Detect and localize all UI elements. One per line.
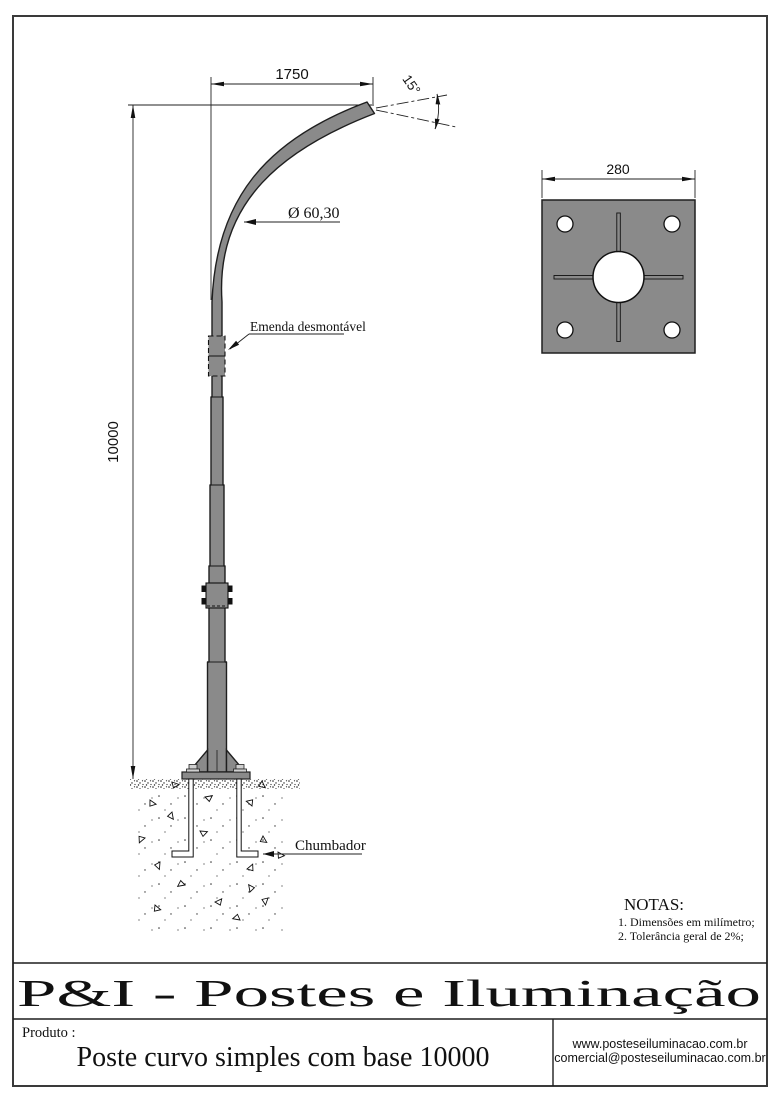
sheet-frame: [12, 15, 768, 1087]
label-joint: Emenda desmontável: [250, 319, 366, 334]
pole-base: [181, 748, 251, 780]
label-diameter: Ø 60,30: [288, 205, 340, 222]
anchor-callout: Chumbador: [263, 838, 366, 857]
notes-block: NOTAS: 1. Dimensões em milímetro; 2. Tol…: [618, 895, 755, 943]
product-label: Produto :: [22, 1025, 76, 1041]
pole-section-joints: [208, 396, 226, 663]
dim-plate-width: 280: [606, 161, 630, 177]
arm-reach-dimension: 1750: [210, 66, 374, 300]
note-item-2: 2. Tolerância geral de 2%;: [618, 929, 744, 943]
note-item-1: 1. Dimensões em milímetro;: [618, 915, 755, 929]
pole-side-view: 10000 1750 15°: [105, 66, 457, 931]
label-anchor: Chumbador: [295, 838, 366, 854]
product-name: Poste curvo simples com base 10000: [77, 1042, 490, 1073]
diameter-callout: Ø 60,30: [244, 205, 340, 225]
dim-arm-reach: 1750: [275, 66, 308, 83]
flange-joint: [201, 582, 233, 609]
bolt-holes: [556, 215, 681, 339]
demountable-joint: [207, 335, 226, 377]
title-block: P&I - Postes e Iluminação Produto : Post…: [17, 973, 766, 1073]
dim-tip-angle: 15°: [399, 72, 423, 97]
company-website: www.posteseiluminacao.com.br: [571, 1037, 747, 1051]
dim-pole-height: 10000: [105, 421, 122, 463]
company-email: comercial@posteseiluminacao.com.br: [554, 1051, 765, 1065]
tip-angle-dimension: 15°: [375, 72, 457, 130]
plate-width-dimension: 280: [541, 161, 696, 198]
height-dimension: 10000: [105, 104, 374, 779]
center-hole: [592, 250, 645, 304]
base-plate-top-view: 280: [541, 161, 696, 354]
anchor-bolts: [171, 778, 259, 858]
joint-callout: Emenda desmontável: [228, 319, 366, 350]
ground-hatch: [130, 779, 300, 931]
pole-body: [206, 101, 376, 773]
company-name: P&I - Postes e Iluminação: [17, 973, 761, 1015]
anchor-nuts: [186, 764, 247, 773]
notes-title: NOTAS:: [624, 895, 684, 914]
base-plate-side: [181, 771, 251, 780]
